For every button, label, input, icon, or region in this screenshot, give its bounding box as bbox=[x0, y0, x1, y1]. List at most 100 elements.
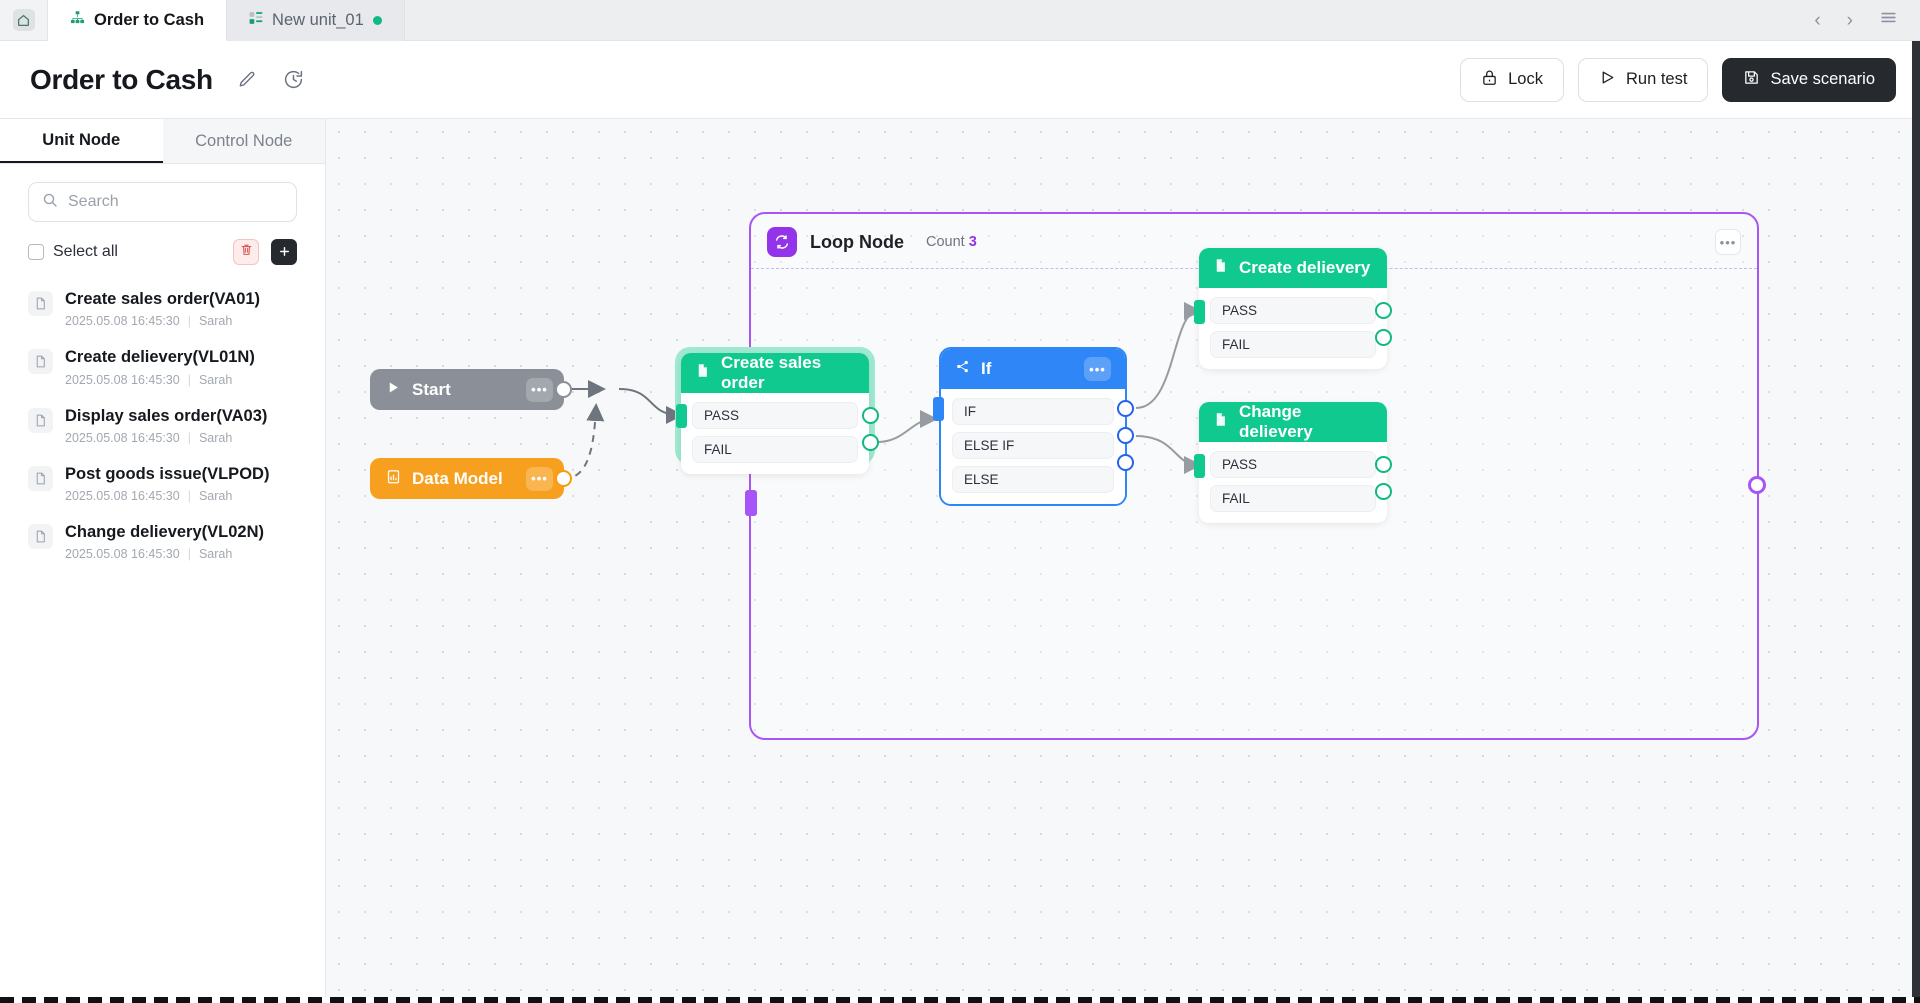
if-node-body: IF ELSE IF ELSE bbox=[941, 389, 1125, 504]
if-node-more-button[interactable]: ••• bbox=[1084, 357, 1111, 381]
change-delievery-node[interactable]: Change delievery PASS FAIL bbox=[1199, 402, 1387, 523]
tab-order-to-cash[interactable]: Order to Cash bbox=[48, 0, 228, 41]
search-wrapper bbox=[0, 164, 325, 222]
meta-separator: | bbox=[187, 314, 191, 329]
list-item[interactable]: Change delievery(VL02N) 2025.05.08 16:45:… bbox=[0, 512, 325, 570]
if-node-else-if-port[interactable] bbox=[1117, 427, 1134, 444]
menu-icon[interactable] bbox=[1879, 8, 1898, 32]
if-node-port-else-if[interactable]: ELSE IF bbox=[952, 432, 1114, 459]
document-icon bbox=[1213, 258, 1228, 278]
loop-icon bbox=[767, 227, 797, 257]
if-node-port-else[interactable]: ELSE bbox=[952, 466, 1114, 493]
list-item-meta: 2025.05.08 16:45:30|Sarah bbox=[65, 547, 264, 561]
create-delievery-pass-port[interactable] bbox=[1375, 302, 1392, 319]
next-tab-button[interactable]: › bbox=[1846, 9, 1853, 31]
sidebar-tab-unit-node[interactable]: Unit Node bbox=[0, 119, 163, 163]
search-icon bbox=[42, 192, 58, 213]
sidebar: Unit Node Control Node Select all bbox=[0, 119, 326, 1003]
create-delievery-header: Create delievery bbox=[1199, 248, 1387, 288]
create-sales-order-body: PASS FAIL bbox=[681, 393, 869, 474]
list-item[interactable]: Create sales order(VA01) 2025.05.08 16:45… bbox=[0, 279, 325, 337]
create-sales-order-title: Create sales order bbox=[721, 353, 822, 392]
meta-separator: | bbox=[187, 489, 191, 504]
change-delievery-body: PASS FAIL bbox=[1199, 442, 1387, 523]
list-item-author: Sarah bbox=[198, 430, 233, 445]
create-sales-order-fail-port[interactable] bbox=[862, 434, 879, 451]
trash-icon bbox=[240, 243, 253, 261]
data-model-output-port[interactable] bbox=[555, 470, 572, 487]
tab-new-unit-01[interactable]: New unit_01 bbox=[227, 0, 405, 41]
save-scenario-button[interactable]: Save scenario bbox=[1722, 57, 1896, 102]
create-delievery-fail-port[interactable] bbox=[1375, 329, 1392, 346]
title-bar: Order to Cash Lock bbox=[0, 41, 1920, 119]
create-delievery-port-fail[interactable]: FAIL bbox=[1210, 331, 1376, 358]
run-test-button-label: Run test bbox=[1625, 70, 1688, 88]
create-sales-order-port-fail[interactable]: FAIL bbox=[692, 436, 858, 463]
list-item-date: 2025.05.08 16:45:30 bbox=[65, 372, 180, 387]
bottom-edge-strip bbox=[0, 997, 1920, 1003]
select-all-checkbox[interactable] bbox=[28, 244, 44, 260]
list-item[interactable]: Post goods issue(VLPOD)2025.05.08 16:45:… bbox=[0, 454, 325, 512]
change-delievery-pass-port[interactable] bbox=[1375, 456, 1392, 473]
search-box[interactable] bbox=[28, 182, 297, 222]
create-sales-order-header: Create sales order bbox=[681, 353, 869, 393]
create-delievery-node[interactable]: Create delievery PASS FAIL bbox=[1199, 248, 1387, 369]
delete-selected-button[interactable] bbox=[233, 239, 259, 265]
title-icon-group bbox=[237, 69, 304, 90]
create-sales-order-node[interactable]: Create sales order PASS FAIL bbox=[681, 353, 869, 474]
start-node[interactable]: Start ••• bbox=[370, 369, 564, 410]
create-sales-order-pass-port[interactable] bbox=[862, 407, 879, 424]
create-sales-order-port-pass[interactable]: PASS bbox=[692, 402, 858, 429]
change-delievery-fail-port[interactable] bbox=[1375, 483, 1392, 500]
if-node-else-port[interactable] bbox=[1117, 454, 1134, 471]
create-delievery-input-port[interactable] bbox=[1194, 300, 1205, 324]
list-item-name: Create sales order(VA01) bbox=[65, 290, 261, 308]
list-item-name: Change delievery(VL02N) bbox=[65, 523, 264, 542]
list-item-author: Sarah bbox=[198, 372, 233, 387]
loop-node-more-button[interactable]: ••• bbox=[1715, 229, 1741, 255]
data-model-node[interactable]: Data Model ••• bbox=[370, 458, 564, 499]
list-item[interactable]: Display sales order(VA03) 2025.05.08 16:4… bbox=[0, 396, 325, 454]
flow-canvas[interactable]: Loop Node Count 3 ••• Start ••• Data Mod… bbox=[326, 119, 1920, 1003]
change-delievery-port-fail[interactable]: FAIL bbox=[1210, 485, 1376, 512]
add-unit-button[interactable] bbox=[271, 239, 297, 265]
list-item-name: Create delievery(VL01N) bbox=[65, 348, 255, 367]
branch-icon bbox=[955, 359, 970, 379]
list-item-name: Display sales order(VA03) bbox=[65, 406, 268, 425]
lock-button[interactable]: Lock bbox=[1460, 57, 1564, 102]
meta-separator: | bbox=[187, 430, 191, 445]
create-delievery-port-pass[interactable]: PASS bbox=[1210, 297, 1376, 324]
list-item-date: 2025.05.08 16:45:30 bbox=[65, 430, 180, 445]
data-model-node-more-button[interactable]: ••• bbox=[526, 466, 553, 491]
chart-icon bbox=[386, 469, 401, 489]
lock-button-label: Lock bbox=[1508, 70, 1543, 88]
document-icon bbox=[1213, 412, 1228, 432]
if-node-input-port[interactable] bbox=[933, 397, 944, 421]
select-all-label: Select all bbox=[53, 243, 118, 260]
create-sales-order-input-port[interactable] bbox=[676, 404, 687, 428]
pencil-icon[interactable] bbox=[237, 70, 257, 90]
right-edge-strip bbox=[1912, 41, 1920, 1003]
loop-input-port[interactable] bbox=[745, 490, 757, 516]
home-tab[interactable] bbox=[0, 0, 48, 40]
sidebar-tab-label: Control Node bbox=[195, 131, 293, 150]
tab-bar-spacer bbox=[405, 0, 1793, 40]
list-item-meta: 2025.05.08 16:45:30 | Sarah bbox=[65, 431, 267, 445]
run-test-button[interactable]: Run test bbox=[1577, 57, 1709, 102]
if-node[interactable]: If ••• IF ELSE IF ELSE bbox=[939, 347, 1127, 506]
start-node-more-button[interactable]: ••• bbox=[526, 377, 553, 402]
sidebar-tab-control-node[interactable]: Control Node bbox=[162, 119, 325, 163]
change-delievery-input-port[interactable] bbox=[1194, 454, 1205, 478]
prev-tab-button[interactable]: ‹ bbox=[1814, 9, 1821, 31]
if-node-if-port[interactable] bbox=[1117, 400, 1134, 417]
search-input[interactable] bbox=[68, 193, 283, 211]
list-item[interactable]: Create delievery(VL01N) 2025.05.08 16:45:… bbox=[0, 337, 325, 395]
create-delievery-body: PASS FAIL bbox=[1199, 288, 1387, 369]
list-item-date: 2025.05.08 16:45:30 bbox=[65, 314, 180, 329]
if-node-port-if[interactable]: IF bbox=[952, 398, 1114, 425]
loop-output-port[interactable] bbox=[1748, 476, 1766, 494]
list-item-author: Sarah bbox=[198, 314, 233, 329]
history-icon[interactable] bbox=[283, 69, 304, 90]
start-output-port[interactable] bbox=[555, 381, 572, 398]
change-delievery-port-pass[interactable]: PASS bbox=[1210, 451, 1376, 478]
